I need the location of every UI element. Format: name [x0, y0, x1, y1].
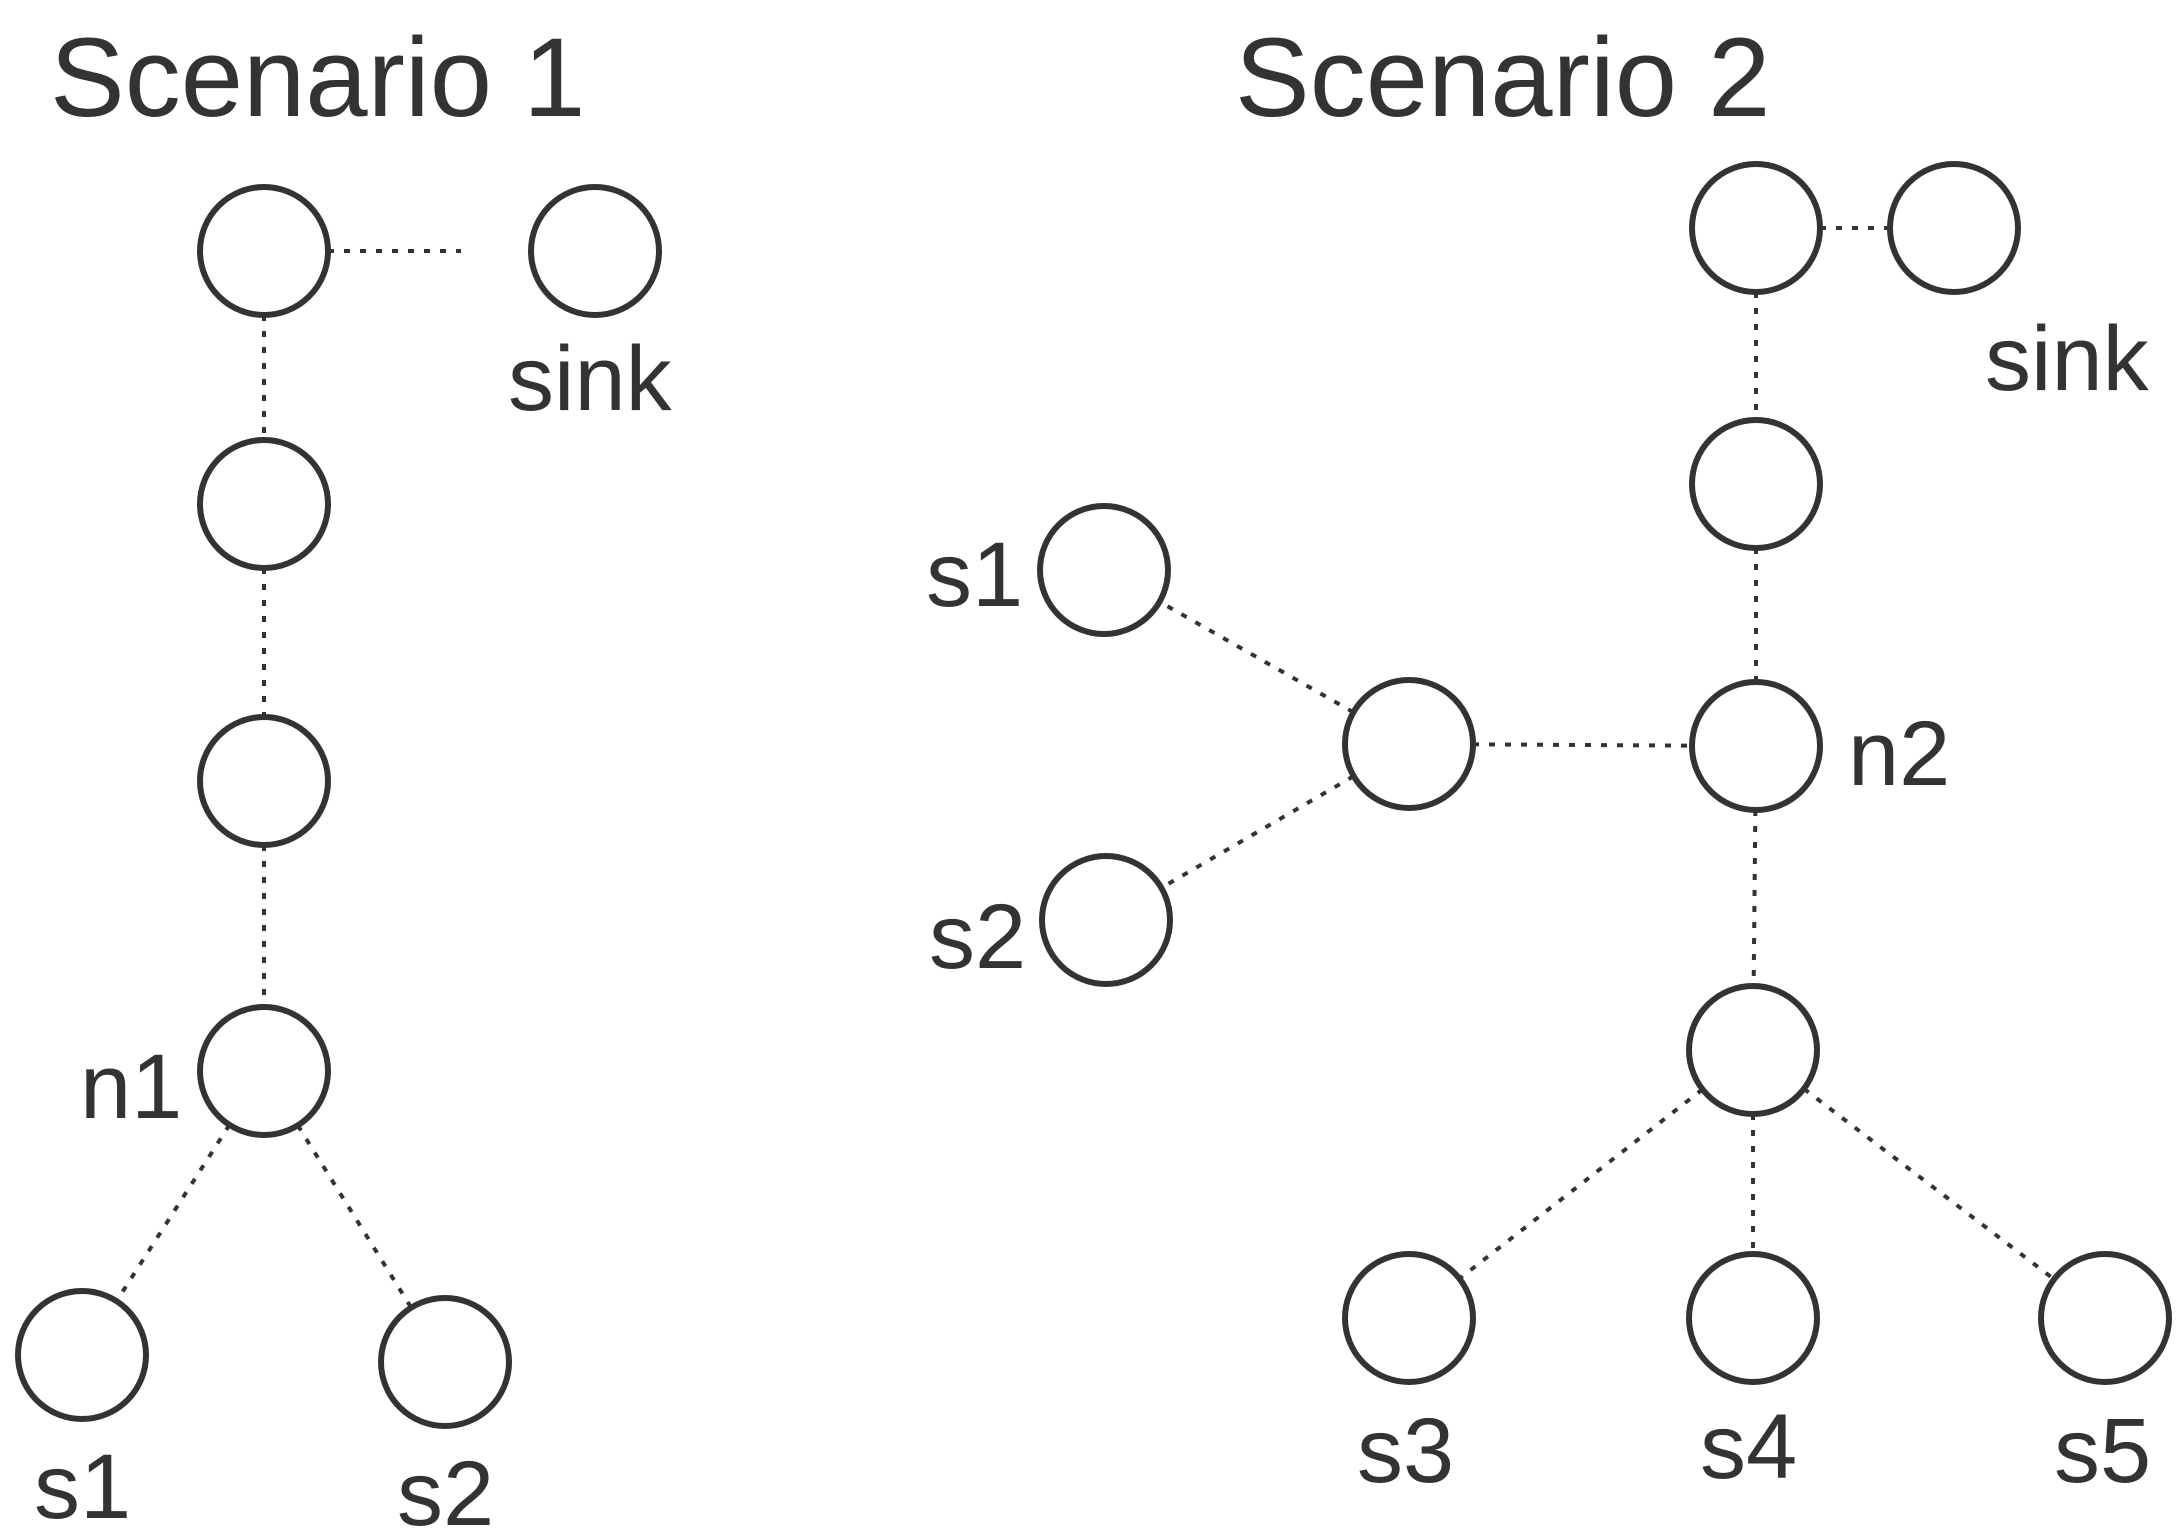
scenario-2: Scenario 2 sink s1 n2 s2 s3 s4 s5: [926, 15, 2172, 1502]
scenario-1: Scenario 1 sink n1 s1 s2: [15, 15, 673, 1539]
label-s2-s1: s1: [926, 524, 1023, 626]
label-s1-sink: sink: [508, 328, 673, 430]
label-s1-s2: s2: [397, 1443, 494, 1539]
node-s2-s1: [1037, 503, 1171, 637]
scenario-1-title: Scenario 1: [50, 15, 585, 140]
node-s2-sink: [1887, 161, 2021, 295]
label-s1-n1: n1: [80, 1036, 182, 1138]
scenario-2-title: Scenario 2: [1235, 15, 1770, 140]
node-s2-top: [1689, 161, 1823, 295]
label-s2-s3: s3: [1357, 1400, 1454, 1502]
node-s1-mid1: [197, 437, 331, 571]
node-s1-s1: [15, 1288, 149, 1422]
node-s1-top: [197, 184, 331, 318]
node-s2-bottom: [1686, 983, 1820, 1117]
label-s2-s4: s4: [1700, 1396, 1797, 1498]
node-s2-mid: [1689, 417, 1823, 551]
label-s2-s5: s5: [2054, 1400, 2151, 1502]
node-s2-s3: [1342, 1251, 1476, 1385]
node-s2-s4: [1686, 1251, 1820, 1385]
label-s2-n2: n2: [1848, 703, 1950, 805]
label-s2-sink: sink: [1985, 308, 2150, 410]
label-s1-s1: s1: [34, 1436, 131, 1538]
node-s1-s2: [378, 1295, 512, 1429]
node-s2-n2: [1689, 679, 1823, 813]
edge-s2-bottom-s5: [1751, 1048, 2107, 1320]
label-s2-s2: s2: [929, 886, 1026, 988]
node-s1-sink: [528, 184, 662, 318]
node-s2-left: [1342, 677, 1476, 811]
node-s1-mid2: [197, 714, 331, 848]
node-s2-s5: [2038, 1251, 2172, 1385]
node-s2-s2: [1039, 853, 1173, 987]
node-s1-n1: [197, 1004, 331, 1138]
